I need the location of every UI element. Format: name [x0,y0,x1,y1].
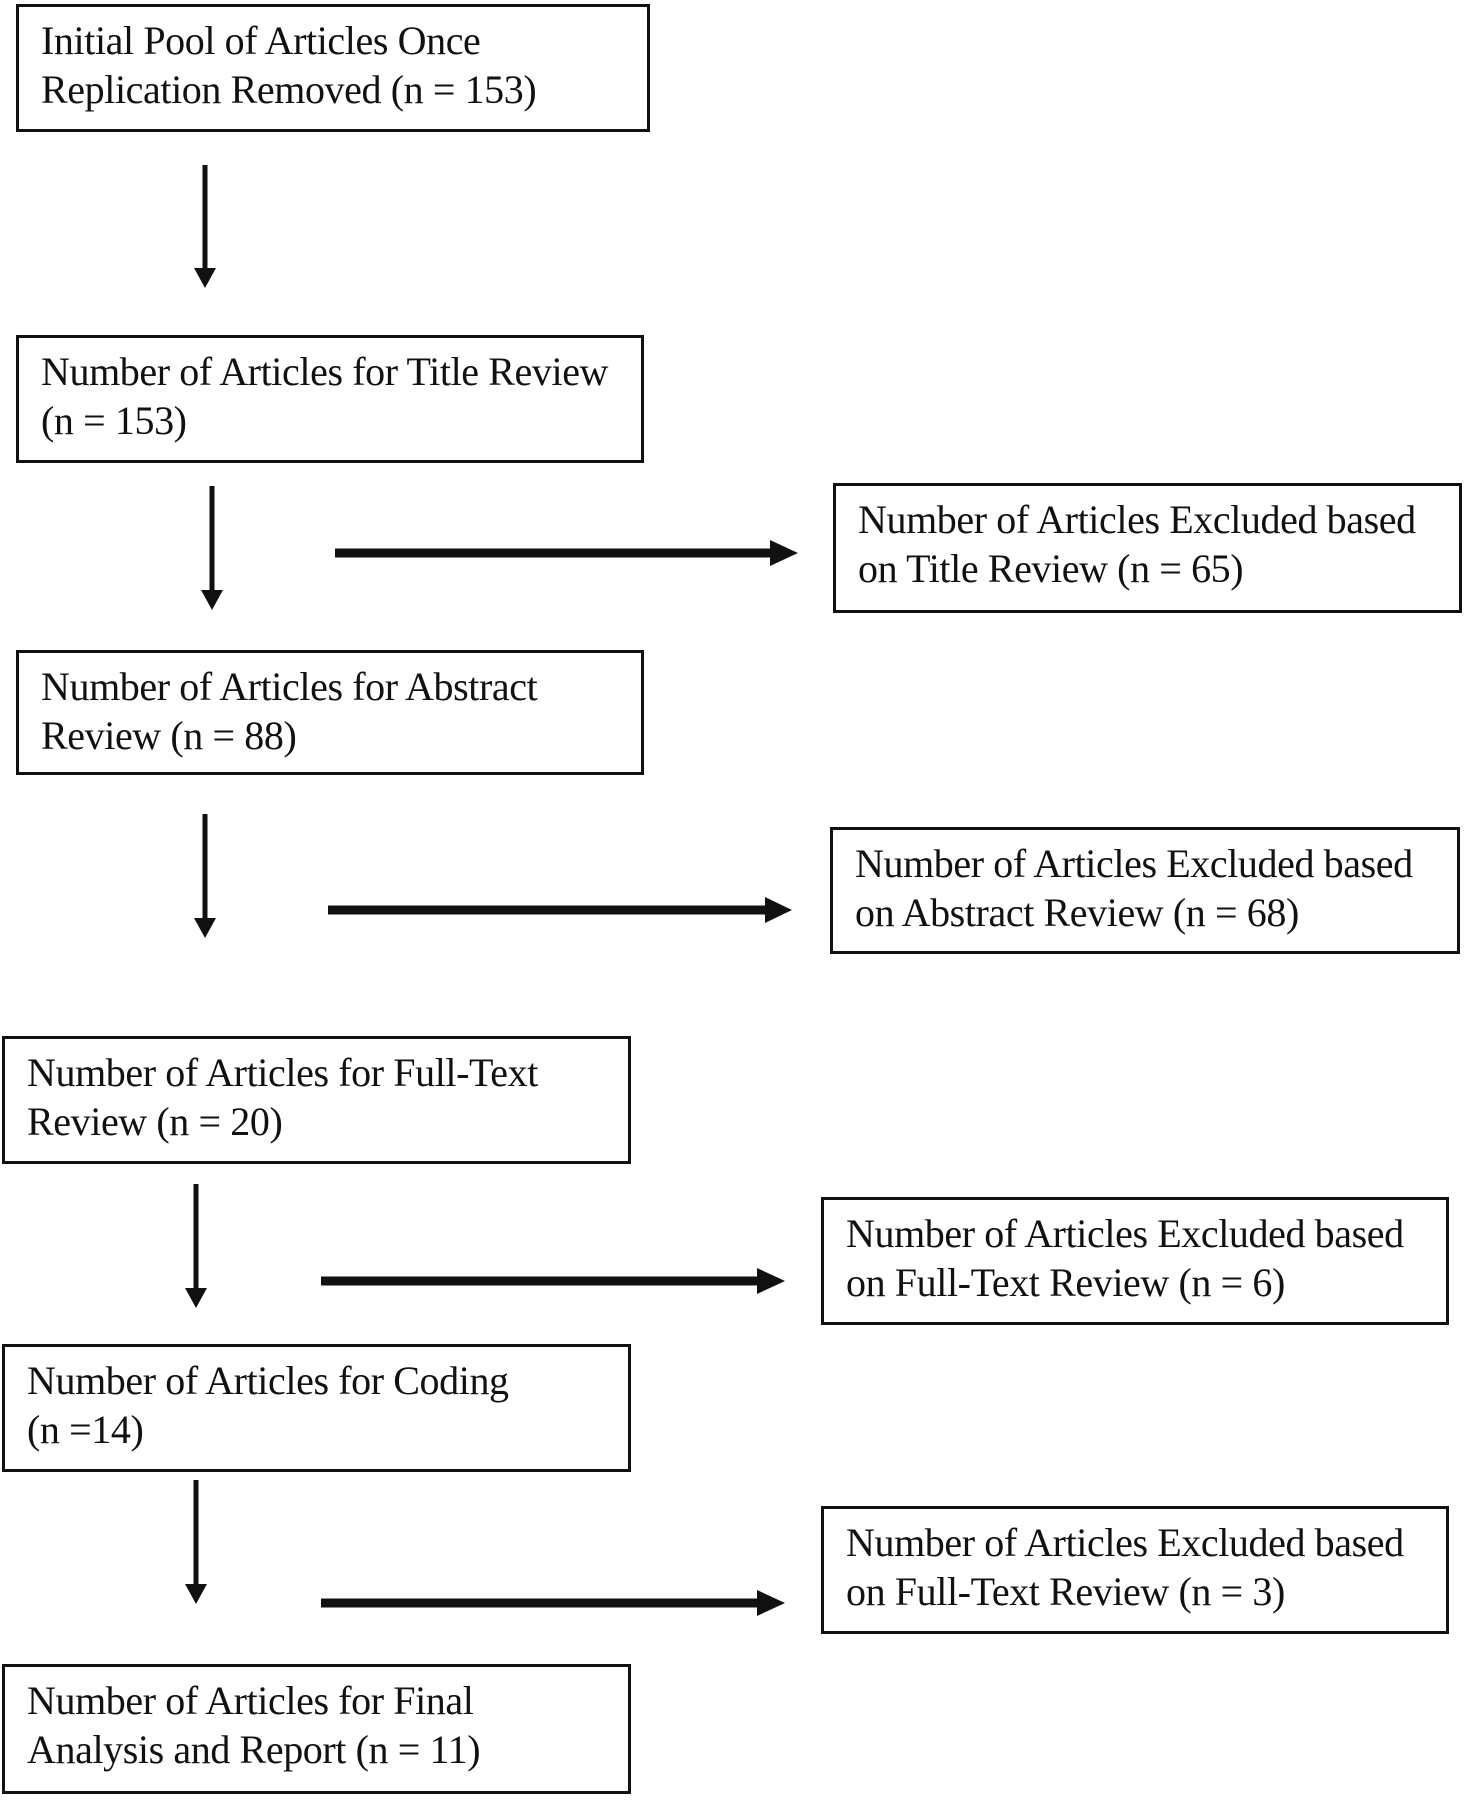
step-text-line2: (n = 153) [41,398,187,443]
arrow-down-2 [201,486,223,610]
exclusion-text-line2: on Title Review (n = 65) [858,546,1244,591]
step-text-line2: Analysis and Report (n = 11) [27,1727,481,1772]
step-text-line1: Initial Pool of Articles Once [41,18,481,63]
step-text-line2: Review (n = 88) [41,713,297,758]
step-text-line2: Replication Removed (n = 153) [41,67,537,112]
arrow-down-3 [194,814,216,938]
step-text-line1: Number of Articles for Full-Text [27,1050,538,1095]
step-box-final-analysis: Number of Articles for Final Analysis an… [2,1664,631,1794]
arrow-right-3 [321,1268,785,1294]
step-box-initial-pool: Initial Pool of Articles Once Replicatio… [16,4,650,132]
step-box-abstract-review: Number of Articles for Abstract Review (… [16,650,644,775]
exclusion-text-line1: Number of Articles Excluded based [855,841,1413,886]
step-box-full-text-review: Number of Articles for Full-Text Review … [2,1036,631,1164]
exclusion-box-abstract-review: Number of Articles Excluded based on Abs… [830,827,1460,954]
step-text-line1: Number of Articles for Final [27,1678,474,1723]
step-box-title-review: Number of Articles for Title Review (n =… [16,335,644,463]
exclusion-box-full-text-review-1: Number of Articles Excluded based on Ful… [821,1197,1449,1325]
step-text-line2: Review (n = 20) [27,1099,283,1144]
arrow-down-1 [194,165,216,288]
step-box-coding: Number of Articles for Coding (n =14) [2,1344,631,1472]
arrow-down-4 [185,1184,207,1308]
exclusion-box-title-review: Number of Articles Excluded based on Tit… [833,483,1462,613]
step-text-line1: Number of Articles for Coding [27,1358,509,1403]
arrow-right-4 [321,1590,785,1616]
exclusion-box-full-text-review-2: Number of Articles Excluded based on Ful… [821,1506,1449,1634]
arrow-right-2 [328,897,792,923]
exclusion-text-line1: Number of Articles Excluded based [846,1520,1404,1565]
arrow-down-5 [185,1480,207,1604]
exclusion-text-line2: on Full-Text Review (n = 3) [846,1569,1285,1614]
step-text-line2: (n =14) [27,1407,144,1452]
step-text-line1: Number of Articles for Abstract [41,664,538,709]
step-text-line1: Number of Articles for Title Review [41,349,609,394]
exclusion-text-line1: Number of Articles Excluded based [846,1211,1404,1256]
exclusion-text-line2: on Full-Text Review (n = 6) [846,1260,1285,1305]
arrow-right-1 [335,540,798,566]
exclusion-text-line2: on Abstract Review (n = 68) [855,890,1299,935]
exclusion-text-line1: Number of Articles Excluded based [858,497,1416,542]
